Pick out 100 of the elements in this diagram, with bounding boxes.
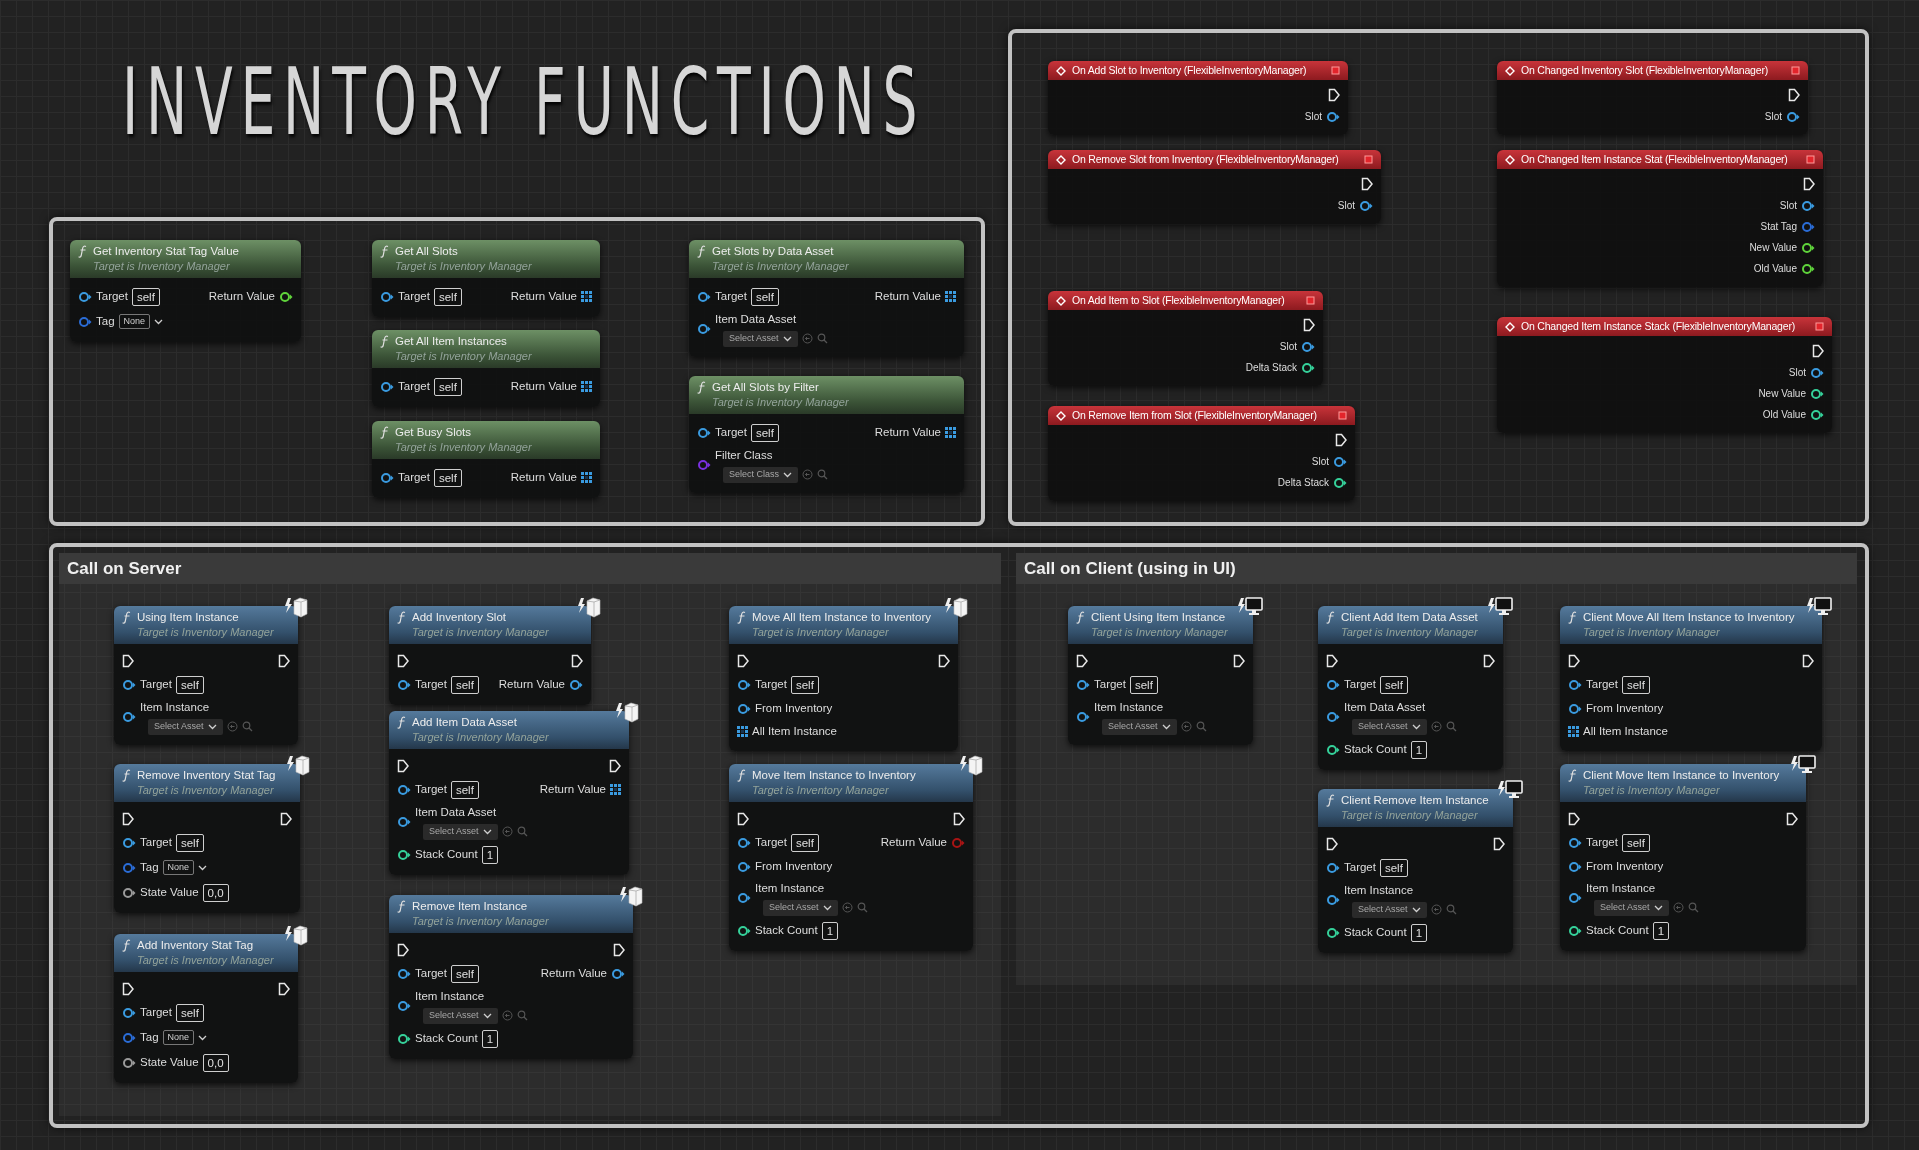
node-title: Move All Item Instance to Inventory <box>752 610 931 625</box>
pin-label: Return Value <box>874 424 941 440</box>
node-subtitle: Target is Inventory Manager <box>1341 625 1478 640</box>
node-title: Client Move Item Instance to Inventory <box>1583 768 1780 783</box>
asset-picker: Select Asset <box>723 330 798 347</box>
pin-label: From Inventory <box>755 700 833 716</box>
node-title: On Changed Inventory Slot (FlexibleInventoryManager) <box>1521 62 1768 78</box>
node-subtitle: Target is Inventory Manager <box>1583 625 1721 640</box>
value-field: self <box>175 675 204 694</box>
pin-label: From Inventory <box>755 858 833 874</box>
value-field: 1 <box>481 845 499 864</box>
pin-label: Slot <box>1279 340 1297 354</box>
node-title: Client Remove Item Instance <box>1341 793 1489 808</box>
value-field: self <box>450 780 479 799</box>
node-title: Get All Slots by Filter <box>712 380 820 395</box>
node-title: Remove Item Instance <box>412 899 529 914</box>
pin-label: Stack Count <box>755 922 818 938</box>
group-frame <box>49 543 1869 1128</box>
node-subtitle: Target is Inventory Manager <box>752 783 890 798</box>
pin-label: State Value <box>140 884 199 900</box>
pin-label: From Inventory <box>1586 858 1664 874</box>
node-title: Using Item Instance <box>137 610 240 625</box>
node-title: Move Item Instance to Inventory <box>752 768 916 783</box>
node-subtitle: Target is Inventory Manager <box>752 625 890 640</box>
node-title: Add Item Data Asset <box>412 715 518 730</box>
tag-dropdown: None <box>162 1030 195 1045</box>
value-field: 1 <box>1410 923 1428 942</box>
node-subtitle: Target is Inventory Manager <box>712 259 849 274</box>
pin-label: New Value <box>1749 241 1797 255</box>
value-field: self <box>1129 675 1158 694</box>
pin-label: Stack Count <box>415 1030 478 1046</box>
event-node <box>1048 291 1323 386</box>
group-frame <box>49 217 985 526</box>
value-field: self <box>1379 675 1408 694</box>
value-field: self <box>750 287 779 306</box>
pin-label: Target <box>755 676 787 692</box>
pin-label: Tag <box>96 313 115 329</box>
node-title: On Remove Slot from Inventory (FlexibleInventoryManager) <box>1072 151 1339 167</box>
event-node <box>1048 406 1355 501</box>
asset-picker: Select Asset <box>148 718 223 735</box>
comment-box <box>1016 553 1857 985</box>
value-field: self <box>131 287 160 306</box>
event-node <box>1497 150 1823 287</box>
pin-label: Slot <box>1779 199 1797 213</box>
function-node <box>689 240 964 357</box>
pin-label: Target <box>140 676 172 692</box>
pin-label: Item Data Asset <box>715 312 798 328</box>
node-subtitle: Target is Inventory Manager <box>1583 783 1721 798</box>
event-node <box>1048 150 1381 224</box>
node-subtitle: Target is Inventory Manager <box>412 625 549 640</box>
node-title: Remove Inventory Stat Tag <box>137 768 276 783</box>
pin-label: Stack Count <box>415 846 478 862</box>
pin-label: Item Instance <box>1344 883 1415 899</box>
pin-label: Return Value <box>874 288 941 304</box>
pin-label: Target <box>140 834 172 850</box>
pin-label: From Inventory <box>1586 700 1664 716</box>
pin-label: Return Value <box>208 288 275 304</box>
asset-picker: Select Asset <box>423 1007 498 1024</box>
value-field: 1 <box>481 1029 499 1048</box>
pin-label: Target <box>415 965 447 981</box>
node-subtitle: Target is Inventory Manager <box>1341 808 1479 823</box>
pin-label: Item Instance <box>1094 700 1165 716</box>
node-title: Add Inventory Slot <box>412 610 507 625</box>
function-node <box>70 240 301 342</box>
node-subtitle: Target is Inventory Manager <box>395 349 532 364</box>
node-subtitle: Target is Inventory Manager <box>93 259 231 274</box>
function-node <box>372 240 600 317</box>
node-title: On Add Item to Slot (FlexibleInventoryManager) <box>1072 292 1285 308</box>
tag-dropdown: None <box>118 314 151 329</box>
asset-picker: Select Asset <box>763 899 838 916</box>
pin-label: Target <box>1344 859 1376 875</box>
pin-label: Target <box>398 378 430 394</box>
node-title: On Changed Item Instance Stack (FlexibleInventoryManager) <box>1521 318 1795 334</box>
pin-label: Return Value <box>510 469 577 485</box>
pin-label: Old Value <box>1762 408 1806 422</box>
pin-label: Item Instance <box>140 700 211 716</box>
value-field: self <box>450 675 479 694</box>
asset-picker: Select Asset <box>1102 718 1177 735</box>
pin-label: Slot <box>1788 366 1806 380</box>
value-field: self <box>790 675 819 694</box>
node-title: Add Inventory Stat Tag <box>137 938 255 953</box>
pin-label: Tag <box>140 1029 159 1045</box>
value-field: self <box>750 423 779 442</box>
node-title: Get Inventory Stat Tag Value <box>93 244 239 259</box>
value-field: self <box>433 287 462 306</box>
function-node <box>372 330 600 407</box>
value-field: self <box>1621 833 1650 852</box>
pin-label: Return Value <box>510 288 577 304</box>
tag-dropdown: None <box>162 860 195 875</box>
value-field: 1 <box>1652 921 1670 940</box>
event-node <box>1497 317 1832 433</box>
node-title: Client Move All Item Instance to Inventory <box>1583 610 1795 625</box>
node-subtitle: Target is Inventory Manager <box>137 953 274 968</box>
pin-label: Target <box>1586 676 1618 692</box>
node-title: On Changed Item Instance Stat (FlexibleInventoryManager) <box>1521 151 1788 167</box>
pin-label: Item Instance <box>755 881 826 897</box>
group-frame <box>1008 29 1869 526</box>
pin-label: Old Value <box>1753 262 1797 276</box>
node-title: Get All Slots <box>395 244 459 259</box>
node-subtitle: Target is Inventory Manager <box>412 914 549 929</box>
